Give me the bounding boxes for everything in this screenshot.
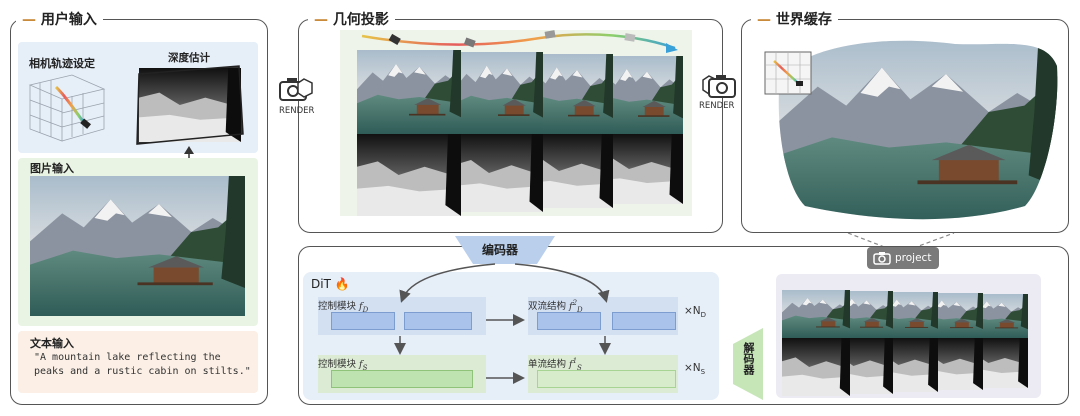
world-cache-pointcloud [778, 40, 1058, 220]
control-module-s-bar [331, 370, 473, 388]
mini-camera-grid [764, 51, 812, 95]
geometric-projection-title: — 几何投影 [308, 9, 395, 29]
camera-render-icon-right [702, 75, 736, 98]
projected-frames-stack [357, 50, 683, 216]
dual-stream-bar-1 [537, 312, 601, 330]
geometric-projection-panel [298, 19, 723, 233]
dual-stream-bar-2 [612, 312, 676, 330]
title-dash: — [757, 12, 776, 28]
output-frames-stack [782, 290, 1028, 396]
render-label-right: RENDER [699, 101, 735, 111]
decoder-label: 解码器 [742, 342, 755, 375]
world-cache-panel [741, 19, 1069, 233]
dit-arrows [394, 263, 611, 384]
camera-icon [873, 252, 891, 265]
title-dash: — [314, 12, 333, 28]
text-input-area [18, 331, 258, 393]
project-connector [847, 233, 955, 254]
title-dash: — [22, 12, 41, 28]
camera-render-icon-left [279, 78, 313, 101]
single-stream-multiplier: ×NS [684, 362, 706, 377]
encoder-block [455, 236, 555, 264]
text-input-label: 文本输入 [30, 337, 74, 350]
control-module-s-label: 控制模块 fS [318, 359, 368, 372]
depth-estimation-map [136, 65, 244, 145]
input-photo [30, 176, 245, 316]
user-input-title: — 用户输入 [16, 9, 103, 29]
decoder-block [733, 328, 763, 400]
world-cache-title: — 世界缓存 [751, 9, 838, 29]
generation-panel [298, 246, 1069, 405]
dual-stream-label: 双流结构 f2D [528, 298, 583, 314]
user-input-panel [10, 19, 268, 405]
camera-trajectory-grid [28, 74, 106, 142]
fire-icon: 🔥 [334, 277, 350, 291]
control-module-d-bar [331, 312, 395, 330]
single-stream-label: 单流结构 f1S [528, 356, 582, 372]
control-module-d-label: 控制模块 fD [318, 301, 369, 314]
control-module-d-bar-2 [404, 312, 472, 330]
camera-trajectory-arc [361, 30, 678, 53]
project-label: project [895, 252, 932, 264]
render-label-left: RENDER [279, 106, 315, 116]
image-input-label: 图片输入 [30, 162, 74, 175]
camera-trajectory-label: 相机轨迹设定 [29, 57, 95, 70]
single-stream-bar [537, 370, 676, 388]
text-prompt: "A mountain lake reflecting the peaks an… [34, 352, 251, 377]
encoder-label: 编码器 [482, 243, 519, 257]
dual-stream-multiplier: ×ND [684, 305, 707, 320]
dit-title: DiT 🔥 [311, 277, 350, 291]
depth-estimation-label: 深度估计 [168, 52, 210, 64]
